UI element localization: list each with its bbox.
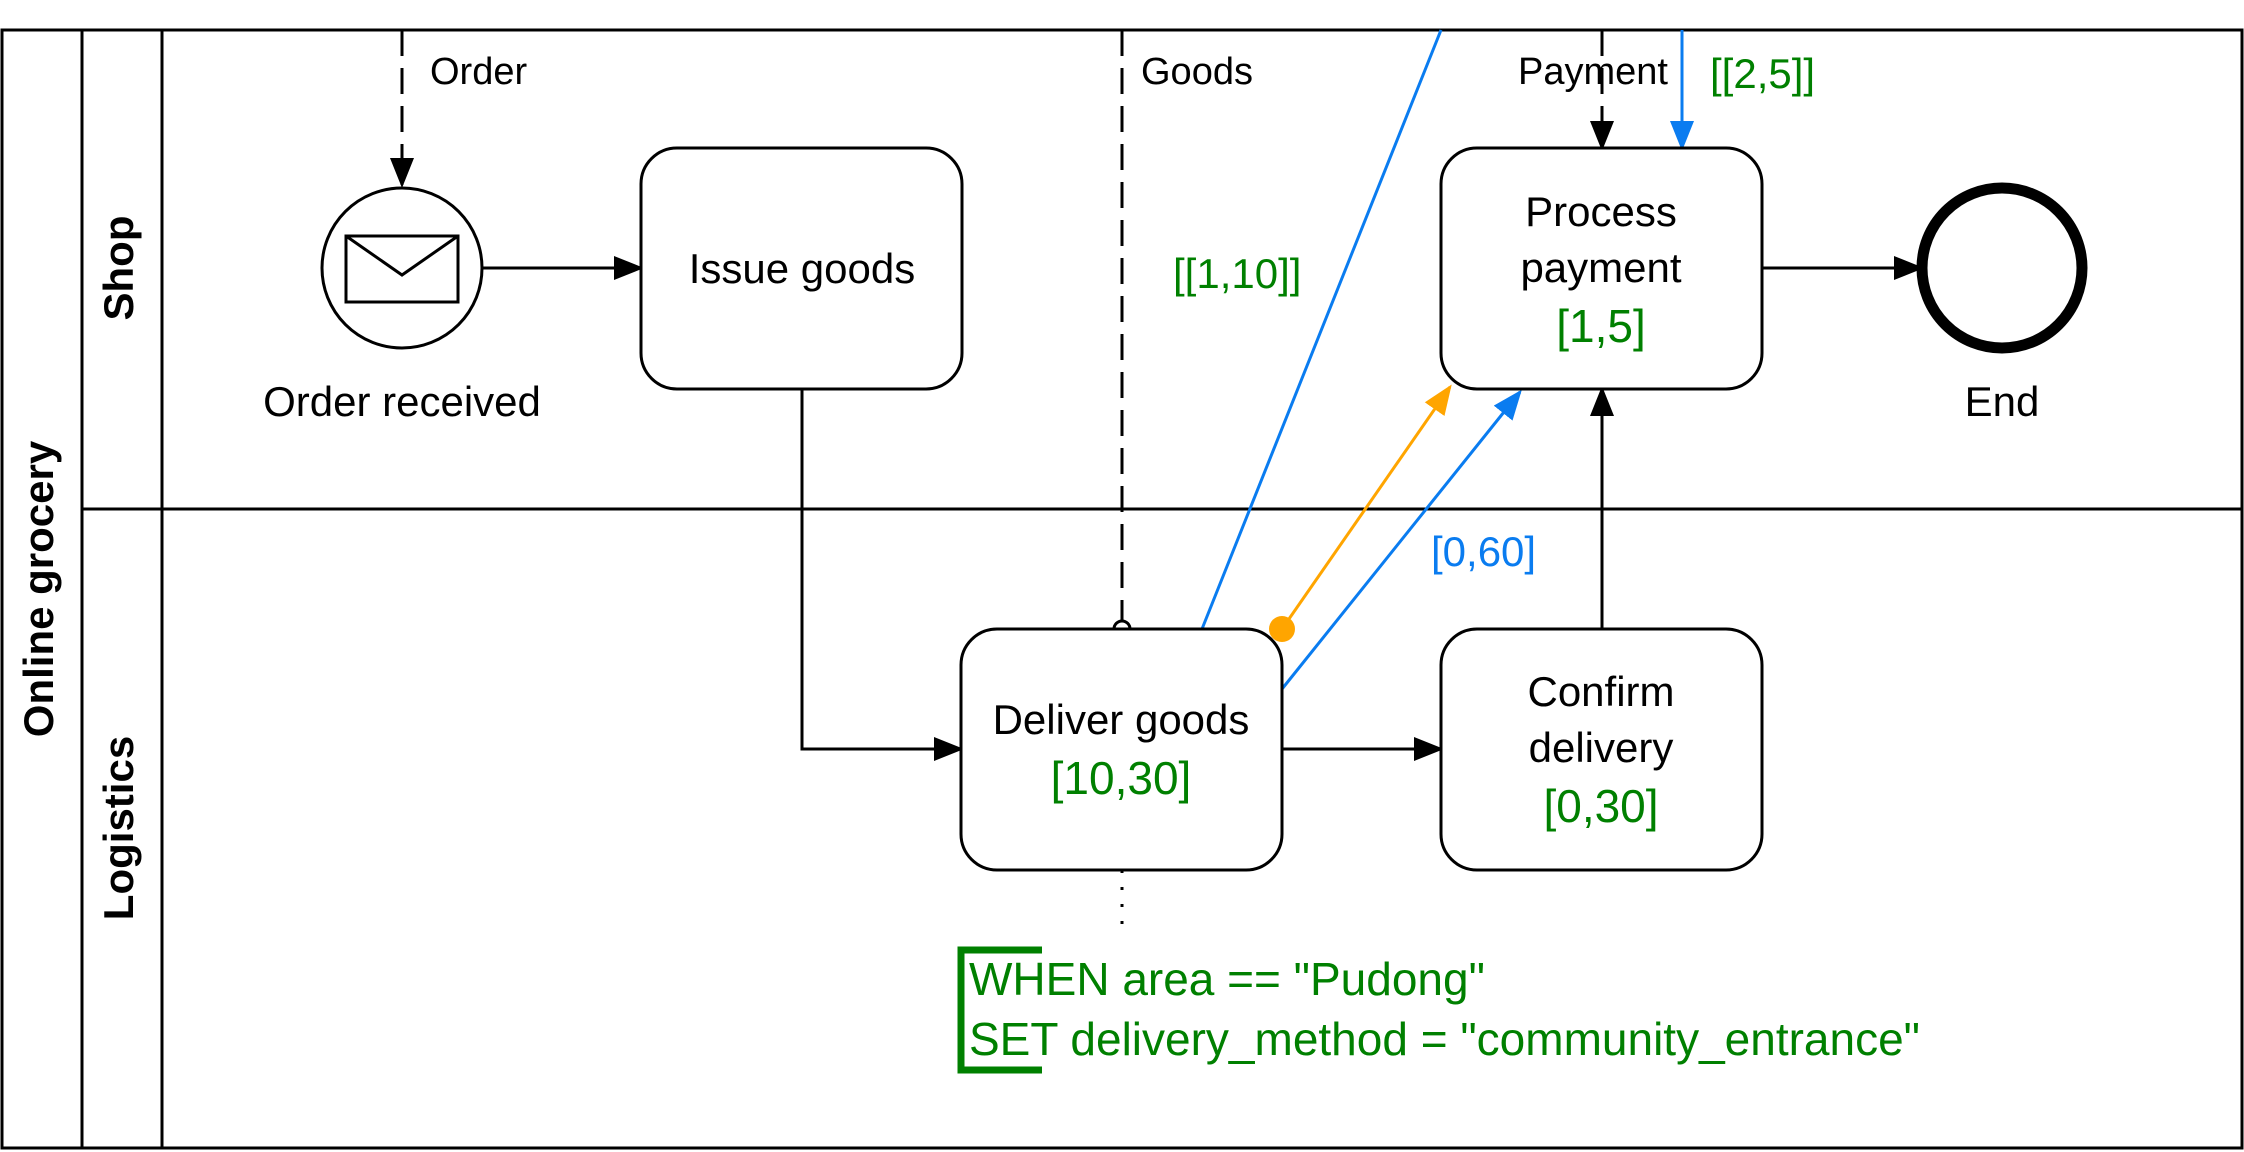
annotation-bracket — [957, 946, 1042, 1074]
start-event-label: Order received — [263, 378, 541, 425]
message-flow-goods-label: Goods — [1141, 51, 1253, 93]
goods-message-constraint-label: [[1,10]] — [1173, 250, 1301, 297]
task-process-payment-name-line2: payment — [1520, 244, 1681, 291]
orange-constraint-line[interactable] — [1280, 384, 1452, 630]
message-flow-order-label: Order — [430, 51, 527, 93]
end-event[interactable] — [1916, 182, 2088, 354]
message-flow-payment-label: Payment — [1518, 51, 1668, 93]
task-confirm-delivery-duration: [0,30] — [1543, 780, 1658, 832]
task-deliver-goods-name: Deliver goods — [993, 696, 1250, 743]
payment-message-constraint-label: [[2,5]] — [1710, 50, 1815, 97]
lane-title-logistics: Logistics — [95, 736, 142, 920]
task-deliver-goods-duration: [10,30] — [1051, 752, 1192, 804]
deliver-to-payment-constraint-label: [0,60] — [1431, 528, 1536, 575]
sequence-flows — [482, 256, 1924, 761]
task-issue-goods-name: Issue goods — [689, 245, 916, 292]
task-deliver-goods[interactable]: Deliver goods [10,30] — [959, 627, 1284, 872]
start-event-order-received[interactable] — [320, 186, 484, 350]
task-confirm-delivery[interactable]: Confirm delivery [0,30] — [1439, 627, 1764, 872]
task-process-payment[interactable]: Process payment [1,5] — [1439, 146, 1764, 391]
task-confirm-delivery-name-line1: Confirm — [1527, 668, 1674, 715]
end-event-label: End — [1965, 378, 2040, 425]
task-confirm-delivery-name-line2: delivery — [1529, 724, 1674, 771]
text-annotation[interactable]: WHEN area == "Pudong" SET delivery_metho… — [957, 946, 1920, 1074]
orange-constraint-origin-dot — [1269, 616, 1295, 642]
task-process-payment-duration: [1,5] — [1556, 300, 1646, 352]
annotation-line-2: SET delivery_method = "community_entranc… — [969, 1013, 1920, 1065]
goods-constraint-line[interactable] — [1200, 29, 1443, 630]
pool-title: Online grocery — [15, 440, 62, 737]
message-flows — [390, 30, 1614, 620]
task-issue-goods[interactable]: Issue goods — [639, 146, 964, 391]
task-process-payment-name-line1: Process — [1525, 188, 1677, 235]
envelope-icon — [344, 234, 460, 304]
temporal-constraints — [1200, 29, 1694, 690]
lane-title-shop: Shop — [95, 216, 142, 321]
sequence-flow-issue-to-deliver[interactable] — [800, 389, 964, 761]
deliver-to-payment-constraint-line[interactable] — [1280, 389, 1522, 690]
annotation-line-1: WHEN area == "Pudong" — [969, 953, 1485, 1005]
